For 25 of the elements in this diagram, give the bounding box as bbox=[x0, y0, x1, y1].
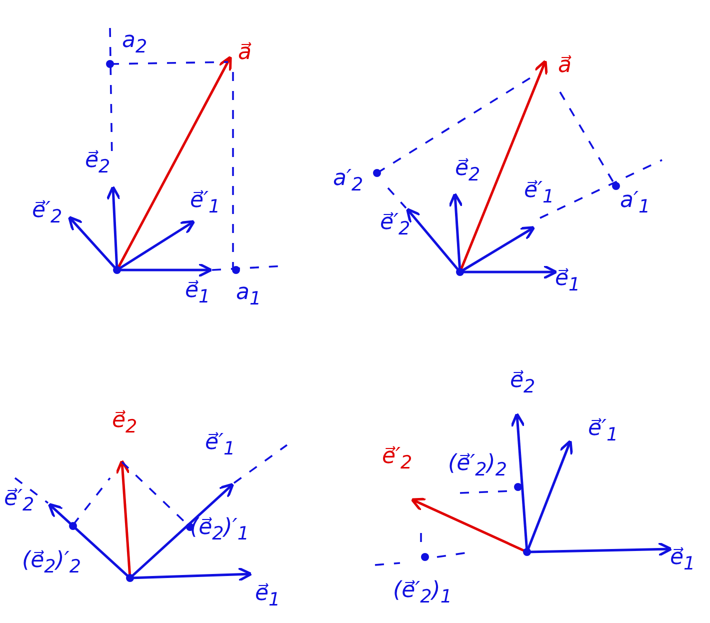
vector-label: e⃗$_{1}$ bbox=[185, 280, 210, 307]
vector-label: e⃗$_{2}$ bbox=[85, 150, 110, 177]
vector-label: e⃗′$_{1}$ bbox=[524, 180, 554, 207]
vector-label: e⃗′$_{1}$ bbox=[205, 432, 236, 459]
vector-label: a⃗ bbox=[558, 55, 572, 77]
vector-label: e⃗$_{2}$ bbox=[112, 410, 138, 437]
vector-label: a$_{1}$ bbox=[236, 282, 262, 309]
vector-label: (e⃗′$_{2}$)$_{1}$ bbox=[393, 580, 452, 607]
vector-label: e⃗′$_{1}$ bbox=[190, 190, 220, 217]
vector-label: (e⃗′$_{2}$)$_{2}$ bbox=[448, 453, 508, 480]
vector-label: e⃗$_{1}$ bbox=[255, 583, 280, 610]
vector-label: e⃗′$_{2}$ bbox=[380, 212, 410, 239]
vector-label: e⃗′$_{2}$ bbox=[382, 446, 412, 473]
vector-label: (e⃗$_{2}$)′$_{2}$ bbox=[22, 550, 82, 577]
vector-label: e⃗$_{2}$ bbox=[455, 158, 480, 185]
vector-label: e⃗′$_{2}$ bbox=[32, 200, 62, 227]
vector-label: e⃗′$_{1}$ bbox=[588, 418, 618, 445]
vector-label: a$_{2}$ bbox=[122, 30, 148, 57]
vector-label: a′$_{2}$ bbox=[333, 168, 364, 195]
vector-label: e⃗$_{1}$ bbox=[555, 268, 580, 295]
vector-label: e⃗$_{1}$ bbox=[670, 547, 696, 574]
vector-label: a⃗ bbox=[238, 42, 252, 64]
vector-label: e⃗$_{2}$ bbox=[510, 370, 536, 397]
vector-label: a′$_{1}$ bbox=[620, 190, 650, 217]
vector-label: e⃗′$_{2}$ bbox=[4, 488, 34, 515]
